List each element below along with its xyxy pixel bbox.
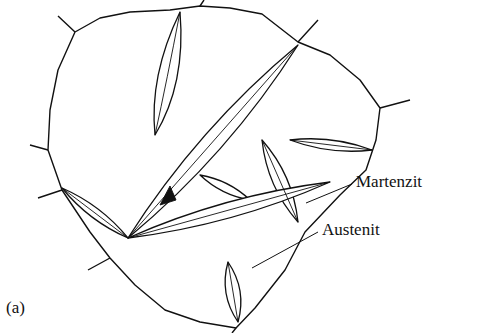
austenite-grain-boundary [48,6,380,328]
leader-line [306,184,352,203]
martensite-plate [200,175,250,200]
plate-midrib [62,12,372,322]
panel-label: (a) [6,298,25,318]
phase-label: Martenzit [356,172,422,192]
phase-label: Austenit [322,220,380,240]
plate-junction [160,186,176,205]
grain-boundary-stub [30,0,410,333]
leader-line [252,232,318,268]
